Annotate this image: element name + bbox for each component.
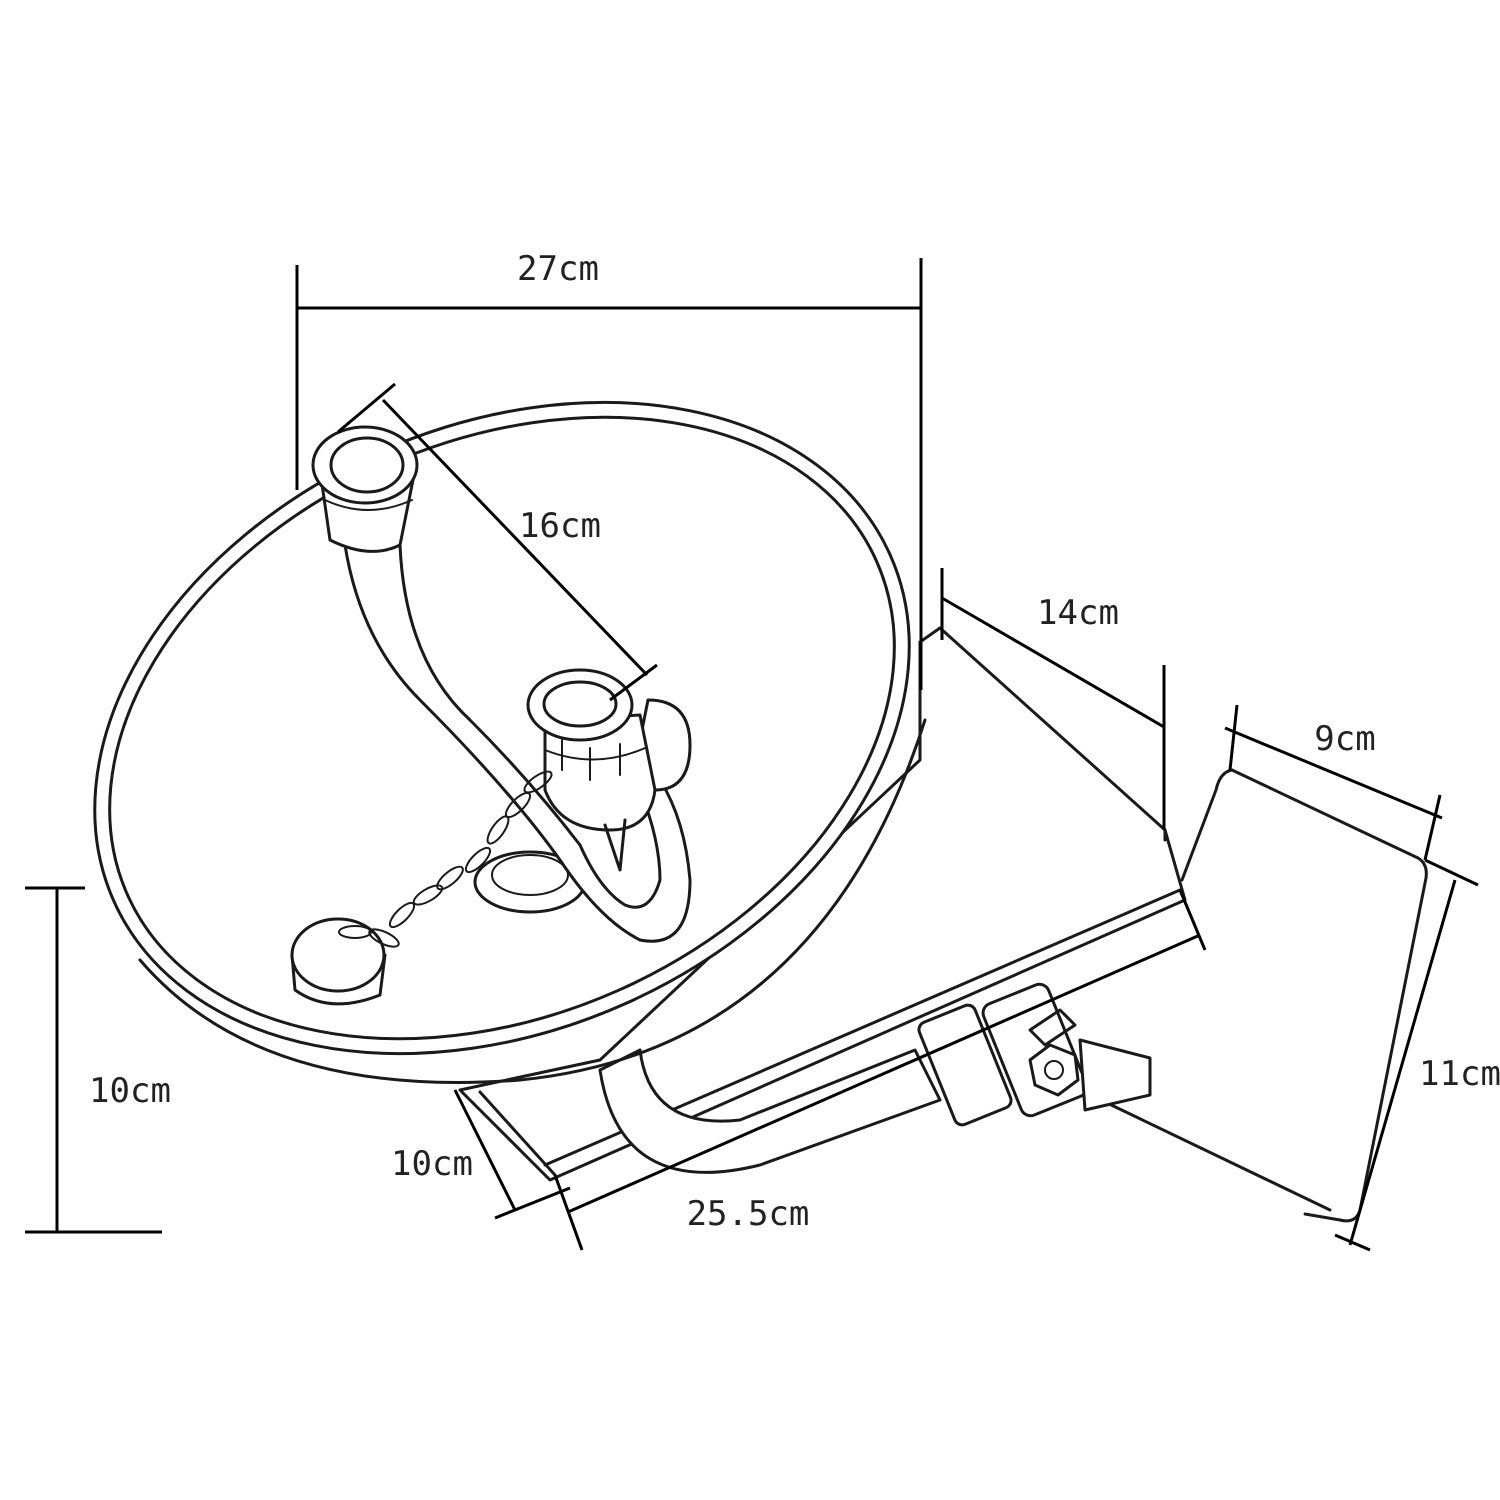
dimension-label-basin-width: 27cm <box>517 249 599 289</box>
dimension-lines <box>25 258 1479 1252</box>
dimension-label-plate-width: 9cm <box>1314 719 1375 759</box>
spray-nozzle-left <box>311 425 419 553</box>
dimension-label-plate-height: 11cm <box>1419 1054 1500 1094</box>
basin-drain <box>473 850 587 914</box>
dimension-label-base-height: 10cm <box>391 1144 473 1184</box>
dimension-label-basin-height: 10cm <box>89 1071 171 1111</box>
dimension-label-spout-spacing: 16cm <box>519 506 601 546</box>
dimension-label-base-length: 25.5cm <box>687 1194 810 1234</box>
dimension-label-base-depth: 14cm <box>1037 593 1119 633</box>
water-inlet-pipe <box>598 982 1152 1174</box>
wall-mounting-plate <box>1180 768 1428 1223</box>
supply-pipe <box>343 543 692 943</box>
spray-nozzle-right <box>526 668 692 872</box>
safety-chain <box>338 770 553 948</box>
